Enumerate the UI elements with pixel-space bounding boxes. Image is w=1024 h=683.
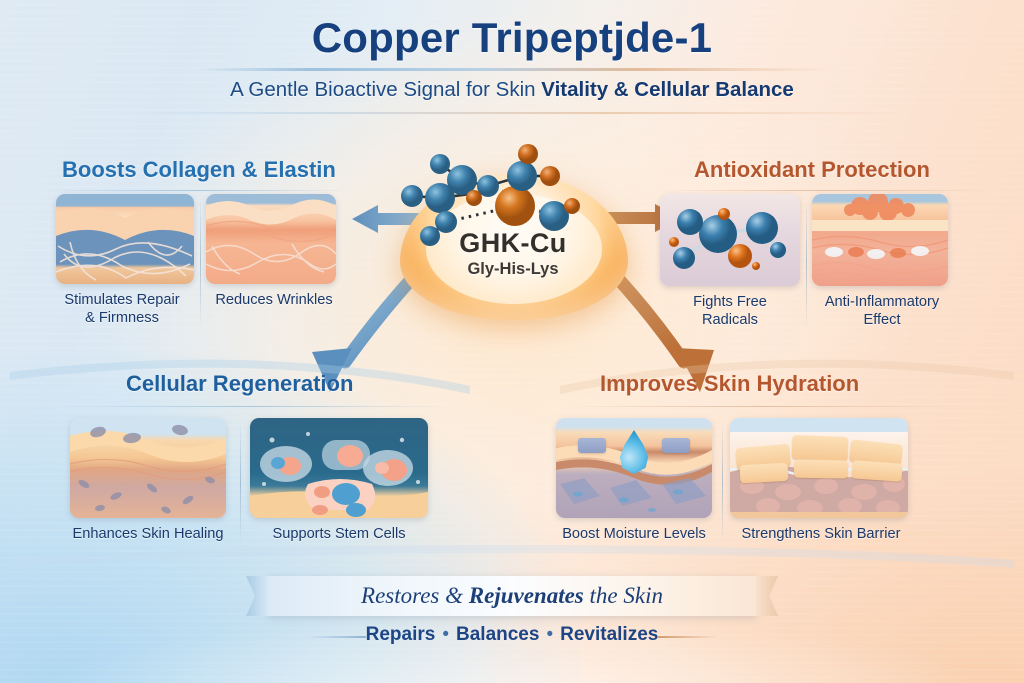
tagline-separator-1: • <box>442 624 449 645</box>
molecule-cluster-art <box>660 194 800 286</box>
compound-name: GHK-Cu <box>459 228 567 258</box>
quadrant-heading-regeneration: Cellular Regeneration <box>126 371 354 396</box>
skin-wrinkles-art <box>206 194 336 284</box>
brick-2 <box>791 435 849 461</box>
tagline-separator-2: • <box>546 624 554 645</box>
quadrant-heading-antioxidant: Antioxidant Protection <box>694 157 930 182</box>
footer-tagline: Repairs • Balances • Revitalizes <box>0 624 1024 646</box>
card-divider-collagen <box>200 196 201 326</box>
card-caption-stem-cells: Supports Stem Cells <box>272 526 406 542</box>
quadrant-rule-hydration <box>566 406 962 407</box>
ghk-cu-molecule-icon <box>401 144 580 246</box>
patch-left <box>578 438 606 453</box>
skin-layers-collagen-art <box>56 194 194 284</box>
card-caption-strengthens-barrier: Strengthens Skin Barrier <box>741 526 901 542</box>
skin-healing-art <box>70 418 226 518</box>
quadrant-heading-hydration: Improves Skin Hydration <box>600 371 860 396</box>
quadrant-heading-collagen: Boosts Collagen & Elastin <box>62 157 336 182</box>
footer-ribbon-text: Restores & Rejuvenates the Skin <box>268 583 756 609</box>
card-caption-reduces-wrinkles: Reduces Wrinkles <box>215 292 333 308</box>
skin-inflammation-art <box>812 194 948 286</box>
card-thumb-enhances-healing[interactable] <box>70 418 226 518</box>
compound-sequence: Gly-His-Lys <box>467 260 559 278</box>
brick-6 <box>851 460 903 482</box>
brick-4 <box>739 462 789 484</box>
card-thumb-boost-moisture[interactable] <box>556 418 712 518</box>
skin-barrier-bricks-art <box>730 418 908 518</box>
card-caption-boost-moisture: Boost Moisture Levels <box>562 526 706 542</box>
center-molecule: GHK-Cu Gly-His-Lys <box>382 118 644 328</box>
subtitle-plain: A Gentle Bioactive Signal for Skin <box>230 78 542 101</box>
card-thumb-reduces-wrinkles[interactable] <box>206 194 336 284</box>
card-caption-anti-inflammatory: Anti-Inflammatory Effect <box>824 294 940 328</box>
ribbon-bold: Rejuvenates <box>468 583 584 608</box>
tagline-balances: Balances <box>456 624 540 645</box>
card-divider-antioxidant <box>806 196 807 328</box>
patch-right <box>662 438 690 453</box>
quadrant-rule-regeneration <box>58 406 450 407</box>
footer-ribbon: Restores & Rejuvenates the Skin <box>268 576 756 616</box>
quadrant-rule-collagen <box>44 190 348 191</box>
tagline-repairs: Repairs <box>365 624 436 645</box>
card-caption-fights-free-radicals: Fights Free Radicals <box>693 294 767 328</box>
page-title: Copper Tripeptjde-1 <box>311 14 713 61</box>
water-drop-skin-art <box>556 418 712 518</box>
card-caption-stimulates-repair: Stimulates Repair & Firmness <box>64 292 180 326</box>
card-thumb-strengthens-barrier[interactable] <box>730 418 908 518</box>
card-thumb-stimulates-repair[interactable] <box>56 194 194 284</box>
ribbon-tail: the Skin <box>583 583 663 608</box>
card-thumb-fights-free-radicals[interactable] <box>660 194 800 286</box>
title-divider <box>196 68 828 71</box>
card-divider-regeneration <box>240 420 241 544</box>
card-divider-hydration <box>722 420 723 544</box>
page-subtitle: A Gentle Bioactive Signal for Skin Vital… <box>0 78 1024 102</box>
tagline-rule-left <box>306 636 366 638</box>
subtitle-divider <box>120 112 904 114</box>
stem-cells-art <box>250 418 428 518</box>
quadrant-rule-antioxidant <box>662 190 992 191</box>
ribbon-lead: Restores & <box>361 583 469 608</box>
card-thumb-anti-inflammatory[interactable] <box>812 194 948 286</box>
tagline-revitalizes: Revitalizes <box>560 624 659 645</box>
subtitle-bold: Vitality & Cellular Balance <box>541 78 794 101</box>
card-caption-enhances-healing: Enhances Skin Healing <box>72 526 224 542</box>
tagline-rule-right <box>658 636 718 638</box>
brick-5 <box>793 459 849 479</box>
card-thumb-stem-cells[interactable] <box>250 418 428 518</box>
